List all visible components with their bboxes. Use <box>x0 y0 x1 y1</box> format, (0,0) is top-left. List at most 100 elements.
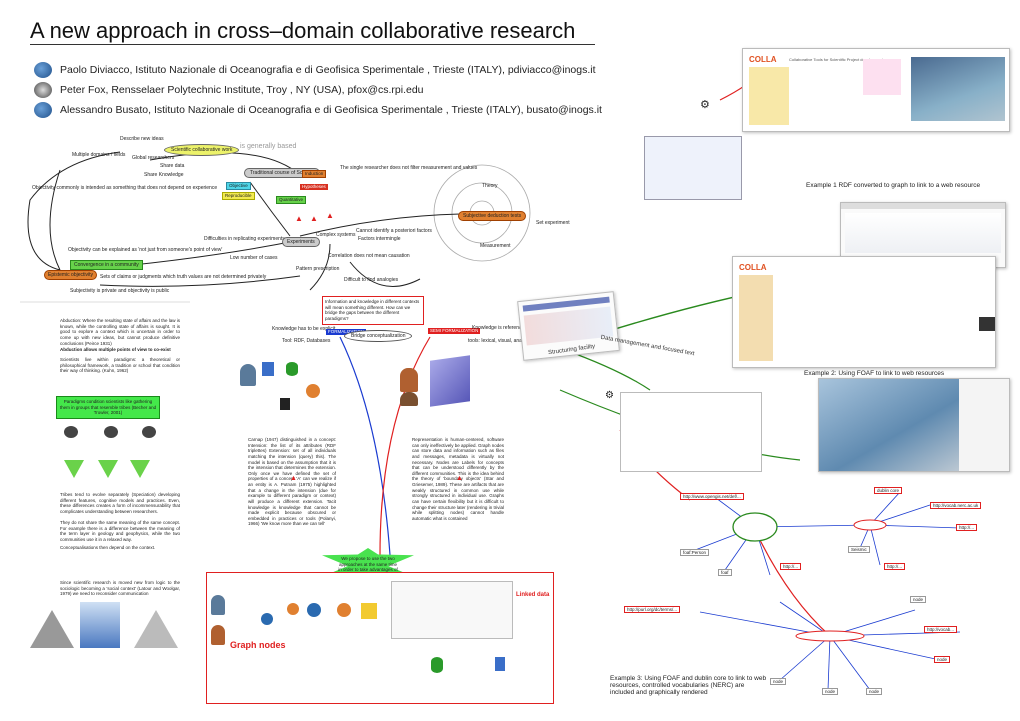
label-difficult-analogies: Difficult to find analogies <box>344 277 399 283</box>
label-objectivity-commonly: Objectivity commonly is intended as some… <box>32 185 218 191</box>
label-tools-rdf: Tool: RDF, Databases <box>282 338 331 344</box>
colla-subtitle: Collaborative Tools for Scientific Proje… <box>789 57 884 62</box>
node-subjective-deduction: Subjective deduction tests <box>458 211 527 222</box>
paradigm-paragraph: Scientists live within paradigms: a theo… <box>60 357 180 374</box>
author-2-text: Peter Fox, Rensselaer Polytechnic Instit… <box>60 84 424 96</box>
label-cannot-identify: Cannot identify a posteriori factors <box>356 228 432 234</box>
author-2: Peter Fox, Rensselaer Polytechnic Instit… <box>34 82 424 98</box>
example2-caption: Example 2: Using FOAF to link to web res… <box>804 370 945 377</box>
graph-node: http://purl.org/dc/terms/... <box>624 606 681 613</box>
node-set-experiment: Set experiment <box>536 220 570 226</box>
example3-caption: Example 3: Using FOAF and dublin core to… <box>610 675 767 696</box>
social-context-paragraph: Since scientific research is moved new f… <box>60 580 180 597</box>
colla-logo-2: COLLA <box>739 263 767 272</box>
label-pattern-prescription: Pattern prescription <box>296 266 340 272</box>
label-objectivity-explained: Objectivity can be explained as 'not jus… <box>68 247 223 253</box>
node-epistemic-objectivity: Epistemic objectivity <box>44 270 98 281</box>
author-3: Alessandro Busato, Istituto Nazionale di… <box>34 102 602 118</box>
node-objective: Objective <box>226 182 251 190</box>
graph-node: http://... <box>780 563 802 570</box>
gear-icon: ⚙ <box>700 99 710 111</box>
combined-approach-box <box>206 572 554 704</box>
label-share-knowledge: Share Knowledge <box>144 172 184 178</box>
label-correlation: Correlation does not mean causation <box>328 253 410 259</box>
graph-node: foaf <box>718 569 732 576</box>
label-tools-lexical: tools: lexical, visual, analysis <box>468 338 532 344</box>
paradigm-tribes-box: Paradigms condition scientists like gath… <box>56 396 160 419</box>
node-experiments: Experiments <box>282 237 320 248</box>
speciation-paragraph: Tribes tend to evolve separately (Specia… <box>60 492 180 514</box>
warning-icon: ▲ <box>456 475 463 482</box>
label-sets-of-claims: Sets of claims or judgments which truth … <box>100 274 267 280</box>
bridge-conceptualization-node: Bridge conceptualization <box>344 330 413 343</box>
graph-node: foaf:Person <box>680 549 710 556</box>
graph-node: node <box>770 678 787 685</box>
node-hypotheses: Hypotheses <box>300 184 328 190</box>
ogs-logo-icon <box>34 102 52 118</box>
label-referenced-trough-label: Knowledge is referenced trough label <box>472 325 555 331</box>
gear-icon: ⚙ <box>605 390 614 401</box>
node-quantitative: Quantitative <box>276 196 307 204</box>
label-difficulties-replicating: Difficulties in replicating experiments <box>204 236 285 242</box>
example2-map-screenshot <box>818 378 1010 472</box>
label-low-number-of-cases: Low number of cases <box>230 255 278 261</box>
formalization-illustration <box>240 354 328 416</box>
author-3-text: Alessandro Busato, Istituto Nazionale di… <box>60 104 602 116</box>
warning-icon: ▲ <box>310 214 318 223</box>
label-multiple-domains: Multiple domains / fields <box>72 152 126 158</box>
label-share-data: Share data <box>160 163 185 169</box>
context-paragraph: Conceptualisations then depend on the co… <box>60 545 156 550</box>
label-subjectivity-private: Subjectivity is private and objectivity … <box>70 288 170 294</box>
label-describe-new-ideas: Describe new ideas <box>120 136 164 142</box>
node-convergence: Convergence in a community <box>70 260 143 271</box>
label-complex-systems: Complex systems <box>316 232 356 238</box>
graph-node: http://vocab... <box>924 626 958 633</box>
graph-nodes-label: Graph nodes <box>230 640 286 650</box>
question-box: Information and knowledge in different c… <box>322 296 424 325</box>
graph-node: node <box>934 656 951 663</box>
example1-caption: Example 1 RDF converted to graph to link… <box>806 182 981 189</box>
graph-node: node <box>822 688 839 695</box>
formalization-badge: FORMALIZATION <box>326 329 367 335</box>
label-knowledge-explicit: Knowledge has to be explicit <box>272 326 336 332</box>
example1-rdf-code <box>644 136 742 200</box>
rpi-logo-icon <box>34 82 52 98</box>
label-single-researcher: The single researcher does not filter me… <box>340 165 478 171</box>
node-induction: Induction <box>302 170 327 178</box>
warning-icon: ▲ <box>326 211 334 220</box>
graph-node: http://... <box>956 524 978 531</box>
semi-formalization-badge: SEMI FORMALIZATION <box>428 328 481 334</box>
example2-colla-screenshot: COLLA <box>732 256 996 368</box>
label-global-researchers: Global researchers <box>132 155 175 161</box>
graph-node: http://www.opengis.net/def/... <box>680 493 744 500</box>
graph-node: dublin core <box>874 487 903 494</box>
warning-icon: ▲ <box>290 475 297 482</box>
ogs-logo-icon <box>34 62 52 78</box>
linked-data-label: Linked data <box>516 592 550 598</box>
example1-screenshot: COLLA Collaborative Tools for Scientific… <box>742 48 1010 132</box>
node-reproducible: Reproducible <box>222 192 255 200</box>
communication-pyramids <box>30 602 180 650</box>
graph-node: http://... <box>884 563 906 570</box>
node-measurement: Measurement <box>480 243 511 249</box>
warning-icon: ▲ <box>295 214 303 223</box>
label-is-generally-based: is generally based <box>240 143 297 150</box>
representation-column: Representation is human-centered, softwa… <box>412 437 504 521</box>
abduction-paragraph: Abduction: Where the resulting state of … <box>60 318 180 346</box>
node-theory: Theory <box>482 183 498 189</box>
page-title: A new approach in cross–domain collabora… <box>30 18 596 45</box>
data-cube-illustration <box>400 350 470 412</box>
example2-foaf-code <box>620 392 762 472</box>
abduction-points-of-view: Abduction allows multiple points of view… <box>60 347 171 352</box>
meaning-paragraph: They do not share the same meaning of th… <box>60 520 180 542</box>
carnap-column: Carnap (1947) distinguished in a concept… <box>248 437 336 527</box>
graph-node: node <box>866 688 883 695</box>
tribes-illustration <box>64 426 156 496</box>
author-1-text: Paolo Diviacco, Istituto Nazionale di Oc… <box>60 64 596 76</box>
graph-node: node <box>910 596 927 603</box>
label-factors-intermingle: Factors intermingle <box>358 236 401 242</box>
colla-logo: COLLA <box>749 55 777 64</box>
node-scientific-collaborative-work: Scientific collaborative work <box>164 144 240 157</box>
author-1: Paolo Diviacco, Istituto Nazionale di Oc… <box>34 62 596 78</box>
graph-node: http://vocab.nerc.ac.uk <box>930 502 982 509</box>
